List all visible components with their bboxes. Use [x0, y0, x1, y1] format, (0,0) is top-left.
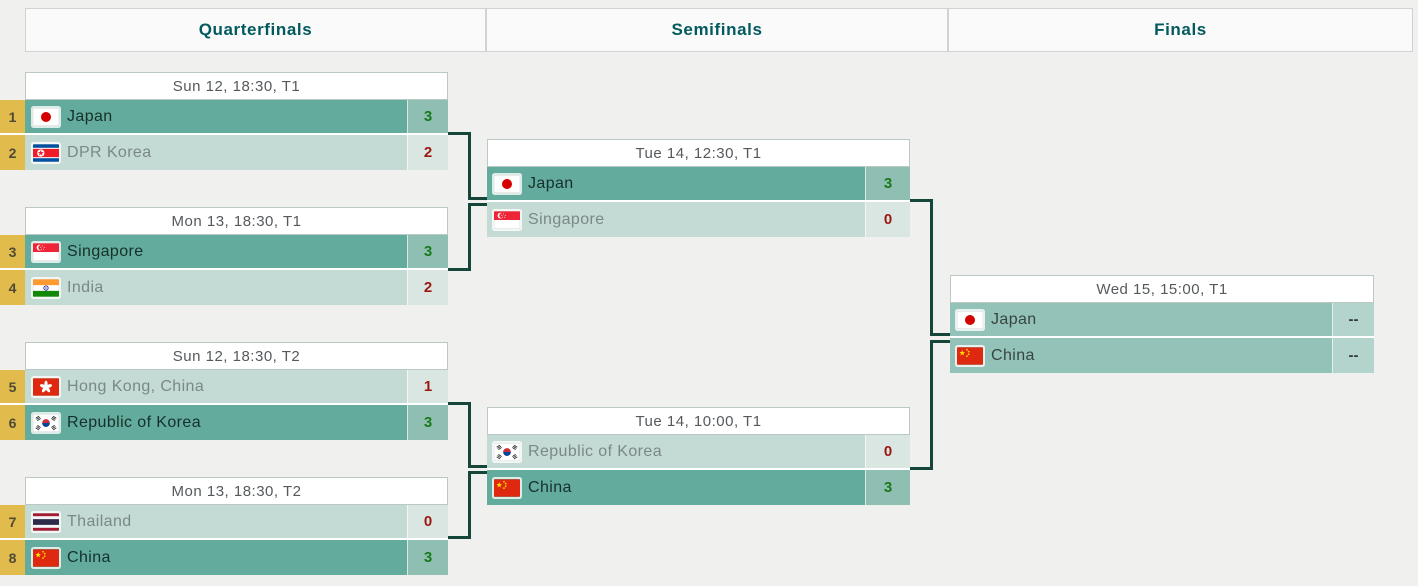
team-row-thailand: 7 Thailand 0 [0, 505, 448, 540]
team-score: 3 [865, 470, 910, 505]
quarterfinal-match-2: Mon 13, 18:30, T1 3 Singapore 3 4 India … [0, 207, 448, 305]
team-row-singapore: Singapore 0 [487, 202, 910, 237]
connector-stub [471, 465, 487, 468]
team-row-china: China 3 [487, 470, 910, 505]
team-score: 1 [407, 370, 448, 403]
team-name: India [67, 278, 104, 296]
team-name: China [991, 346, 1035, 364]
team-name: Japan [991, 310, 1037, 328]
team-row-singapore: 3 Singapore 3 [0, 235, 448, 270]
hong-kong-flag-icon [33, 377, 59, 396]
singapore-flag-icon [494, 210, 520, 229]
singapore-flag-icon [33, 242, 59, 261]
round-header-finals: Finals [1154, 20, 1207, 39]
match-schedule: Mon 13, 18:30, T1 [25, 207, 448, 235]
team-name: China [67, 548, 111, 566]
match-schedule: Tue 14, 10:00, T1 [487, 407, 910, 435]
team-name: Republic of Korea [67, 413, 201, 431]
match-schedule: Sun 12, 18:30, T2 [25, 342, 448, 370]
team-row-japan: Japan 3 [487, 167, 910, 202]
round-header-quarterfinals: Quarterfinals [26, 9, 487, 51]
team-score: 0 [865, 435, 910, 468]
seed-badge: 7 [0, 505, 25, 538]
connector-qf1-to-sf1 [448, 132, 471, 200]
semifinal-match-1: Tue 14, 12:30, T1 Japan 3 Singapore 0 [487, 139, 910, 237]
connector-stub [933, 340, 950, 343]
japan-flag-icon [33, 107, 59, 126]
team-row-india: 4 India 2 [0, 270, 448, 305]
dpr-korea-flag-icon [33, 143, 59, 162]
republic-of-korea-flag-icon [494, 442, 520, 461]
connector-sf1-to-final [910, 199, 933, 336]
republic-of-korea-flag-icon [33, 413, 59, 432]
team-score: 2 [407, 135, 448, 170]
match-schedule: Tue 14, 12:30, T1 [487, 139, 910, 167]
team-name: DPR Korea [67, 143, 152, 161]
connector-stub [471, 197, 487, 200]
team-name: Singapore [528, 210, 605, 228]
china-flag-icon [494, 478, 520, 497]
seed-badge: 4 [0, 270, 25, 305]
team-name: Hong Kong, China [67, 377, 205, 395]
team-row-china: China -- [950, 338, 1374, 373]
match-schedule: Sun 12, 18:30, T1 [25, 72, 448, 100]
team-name: China [528, 478, 572, 496]
connector-stub [471, 471, 487, 474]
connector-qf2-to-sf1 [448, 203, 471, 271]
thailand-flag-icon [33, 512, 59, 531]
team-score: 3 [407, 405, 448, 440]
team-row-japan: 1 Japan 3 [0, 100, 448, 135]
team-name: Japan [67, 107, 113, 125]
round-headers: Quarterfinals Semifinals Finals [25, 8, 1413, 52]
team-row-dpr-korea: 2 DPR Korea 2 [0, 135, 448, 170]
team-score: 0 [865, 202, 910, 237]
seed-badge: 8 [0, 540, 25, 575]
team-name: Republic of Korea [528, 442, 662, 460]
match-schedule: Wed 15, 15:00, T1 [950, 275, 1374, 303]
team-name: Thailand [67, 512, 132, 530]
round-header-semifinals: Semifinals [487, 9, 949, 51]
connector-qf4-to-sf2 [448, 471, 471, 539]
team-row-hong-kong-china: 5 Hong Kong, China 1 [0, 370, 448, 405]
japan-flag-icon [957, 310, 983, 329]
team-row-japan: Japan -- [950, 303, 1374, 338]
quarterfinal-match-3: Sun 12, 18:30, T2 5 Hong Kong, China 1 6… [0, 342, 448, 440]
final-match: Wed 15, 15:00, T1 Japan -- China -- [950, 275, 1374, 373]
connector-qf3-to-sf2 [448, 402, 471, 468]
connector-stub [471, 203, 487, 206]
match-schedule: Mon 13, 18:30, T2 [25, 477, 448, 505]
team-score: -- [1332, 338, 1374, 373]
india-flag-icon [33, 278, 59, 297]
seed-badge: 5 [0, 370, 25, 403]
team-score: 0 [407, 505, 448, 538]
team-name: Singapore [67, 242, 144, 260]
team-score: 3 [407, 100, 448, 133]
seed-badge: 1 [0, 100, 25, 133]
team-row-china: 8 China 3 [0, 540, 448, 575]
team-score: 2 [407, 270, 448, 305]
china-flag-icon [957, 346, 983, 365]
team-score: -- [1332, 303, 1374, 336]
seed-badge: 3 [0, 235, 25, 268]
semifinal-match-2: Tue 14, 10:00, T1 Republic of Korea 0 Ch… [487, 407, 910, 505]
seed-badge: 2 [0, 135, 25, 170]
team-score: 3 [865, 167, 910, 200]
team-row-republic-of-korea: 6 Republic of Korea 3 [0, 405, 448, 440]
quarterfinal-match-1: Sun 12, 18:30, T1 1 Japan 3 2 DPR Korea … [0, 72, 448, 170]
connector-stub [933, 333, 950, 336]
team-row-republic-of-korea: Republic of Korea 0 [487, 435, 910, 470]
japan-flag-icon [494, 174, 520, 193]
quarterfinal-match-4: Mon 13, 18:30, T2 7 Thailand 0 8 China 3 [0, 477, 448, 575]
team-score: 3 [407, 235, 448, 268]
team-score: 3 [407, 540, 448, 575]
connector-sf2-to-final [910, 340, 933, 470]
team-name: Japan [528, 174, 574, 192]
china-flag-icon [33, 548, 59, 567]
seed-badge: 6 [0, 405, 25, 440]
